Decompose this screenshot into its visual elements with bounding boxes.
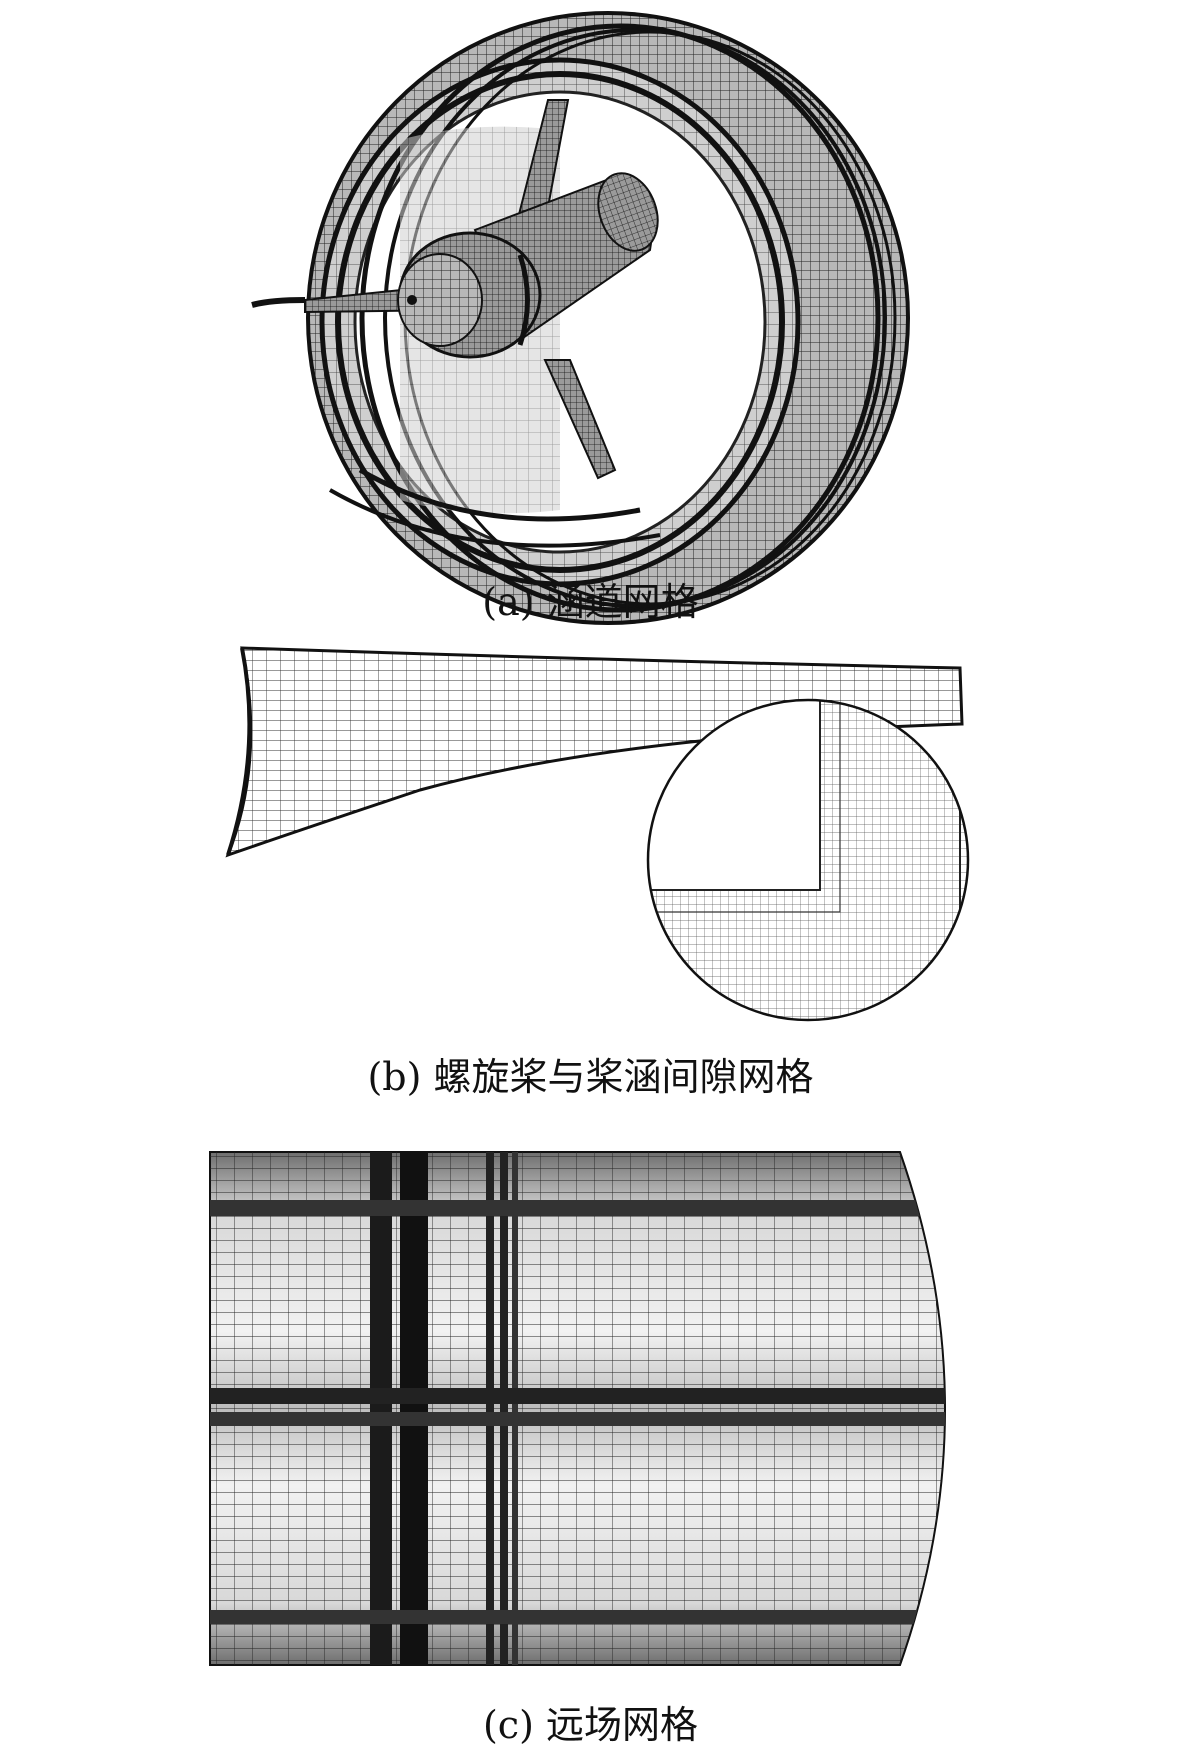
caption-b: (b) 螺旋桨与桨涵间隙网格 xyxy=(367,1055,814,1099)
panel-a: (a) 涵道网格 xyxy=(0,0,1181,640)
duct-mesh-illustration xyxy=(251,11,910,625)
gap-zoom-inset xyxy=(646,698,970,1022)
hub-mesh xyxy=(397,172,659,359)
far-field-mesh-illustration xyxy=(209,1151,946,1666)
panel-b: (b) 螺旋桨与桨涵间隙网格 xyxy=(0,640,1181,1120)
caption-c: (c) 远场网格 xyxy=(482,1703,698,1747)
panel-c: (c) 远场网格 xyxy=(0,1120,1181,1758)
duct-seams xyxy=(251,297,661,548)
blade-gap-mesh-illustration xyxy=(225,646,970,1022)
caption-a: (a) 涵道网格 xyxy=(482,580,699,624)
blade-mesh xyxy=(225,646,964,858)
far-field-cylinder xyxy=(209,1151,946,1666)
